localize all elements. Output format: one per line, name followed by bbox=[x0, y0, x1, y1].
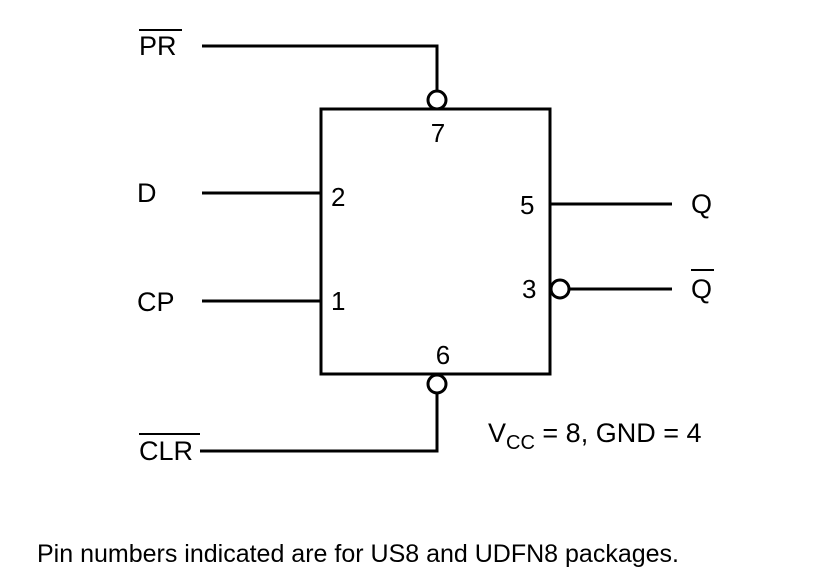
q-bar-inversion-bubble bbox=[549, 278, 571, 300]
package-footnote: Pin numbers indicated are for US8 and UD… bbox=[37, 540, 679, 568]
preset-pin-number: 7 bbox=[431, 118, 445, 148]
supply-pins-note: VCC = 8, GND = 4 bbox=[488, 418, 701, 454]
clear-label: CLR bbox=[139, 436, 193, 466]
flip-flop-block bbox=[319, 107, 552, 376]
data-label: D bbox=[137, 178, 157, 208]
clock-pin-number: 1 bbox=[331, 286, 345, 316]
q-bar-label: Q bbox=[691, 274, 712, 304]
data-pin-number: 2 bbox=[331, 182, 345, 212]
clock-label: CP bbox=[137, 287, 175, 317]
supply-pins-text: = 8, GND = 4 bbox=[535, 418, 702, 448]
clear-wire bbox=[200, 393, 439, 453]
supply-vcc-symbol: V bbox=[488, 418, 506, 448]
q-bar-pin-number: 3 bbox=[522, 274, 536, 304]
supply-vcc-subscript: CC bbox=[506, 432, 535, 454]
clear-pin-number: 6 bbox=[436, 340, 450, 370]
preset-wire bbox=[202, 44, 439, 91]
q-pin-number: 5 bbox=[520, 190, 534, 220]
clear-inversion-bubble bbox=[426, 373, 448, 395]
preset-label: PR bbox=[139, 31, 177, 61]
preset-inversion-bubble bbox=[426, 89, 448, 111]
q-label: Q bbox=[691, 189, 712, 219]
